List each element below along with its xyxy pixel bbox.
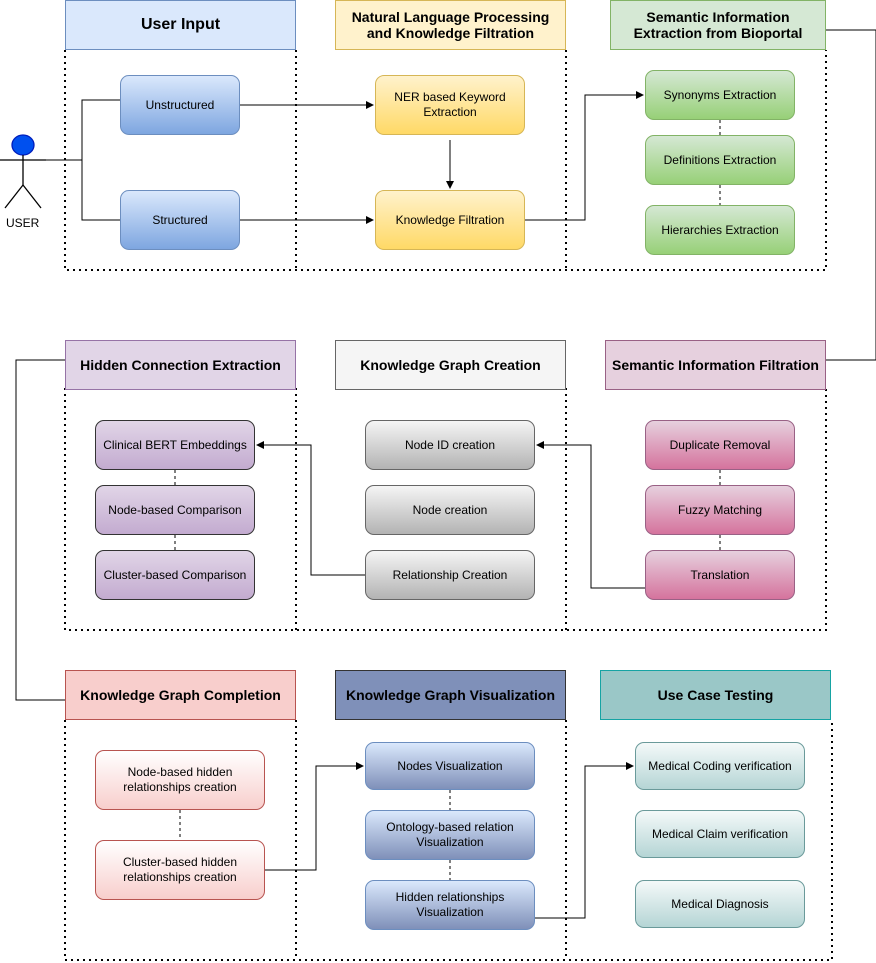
node-relationship-creation[interactable]: Relationship Creation xyxy=(365,550,535,600)
node-cluster-based-comparison[interactable]: Cluster-based Comparison xyxy=(95,550,255,600)
node-nodes-visualization[interactable]: Nodes Visualization xyxy=(365,742,535,790)
header-semantic-extraction: Semantic Information Extraction from Bio… xyxy=(610,0,826,50)
node-translation[interactable]: Translation xyxy=(645,550,795,600)
header-nlp: Natural Language Processing and Knowledg… xyxy=(335,0,566,50)
node-medical-claim[interactable]: Medical Claim verification xyxy=(635,810,805,858)
node-ontology-visualization[interactable]: Ontology-based relation Visualization xyxy=(365,810,535,860)
node-node-id-creation[interactable]: Node ID creation xyxy=(365,420,535,470)
header-use-case-testing: Use Case Testing xyxy=(600,670,831,720)
user-label: USER xyxy=(6,216,40,230)
node-medical-coding[interactable]: Medical Coding verification xyxy=(635,742,805,790)
node-node-based-hidden[interactable]: Node-based hidden relationships creation xyxy=(95,750,265,810)
header-kg-visualization: Knowledge Graph Visualization xyxy=(335,670,566,720)
header-semantic-filtration: Semantic Information Filtration xyxy=(605,340,826,390)
node-cluster-based-hidden[interactable]: Cluster-based hidden relationships creat… xyxy=(95,840,265,900)
node-synonyms-extraction[interactable]: Synonyms Extraction xyxy=(645,70,795,120)
node-fuzzy-matching[interactable]: Fuzzy Matching xyxy=(645,485,795,535)
node-ner-keyword-extraction[interactable]: NER based Keyword Extraction xyxy=(375,75,525,135)
header-kg-completion: Knowledge Graph Completion xyxy=(65,670,296,720)
header-hidden-connection: Hidden Connection Extraction xyxy=(65,340,296,390)
user-icon xyxy=(0,134,46,209)
node-definitions-extraction[interactable]: Definitions Extraction xyxy=(645,135,795,185)
node-node-creation[interactable]: Node creation xyxy=(365,485,535,535)
node-structured[interactable]: Structured xyxy=(120,190,240,250)
header-user-input: User Input xyxy=(65,0,296,50)
node-unstructured[interactable]: Unstructured xyxy=(120,75,240,135)
node-duplicate-removal[interactable]: Duplicate Removal xyxy=(645,420,795,470)
node-clinical-bert[interactable]: Clinical BERT Embeddings xyxy=(95,420,255,470)
node-node-based-comparison[interactable]: Node-based Comparison xyxy=(95,485,255,535)
node-knowledge-filtration[interactable]: Knowledge Filtration xyxy=(375,190,525,250)
node-hierarchies-extraction[interactable]: Hierarchies Extraction xyxy=(645,205,795,255)
node-medical-diagnosis[interactable]: Medical Diagnosis xyxy=(635,880,805,928)
header-kg-creation: Knowledge Graph Creation xyxy=(335,340,566,390)
node-hidden-visualization[interactable]: Hidden relationships Visualization xyxy=(365,880,535,930)
